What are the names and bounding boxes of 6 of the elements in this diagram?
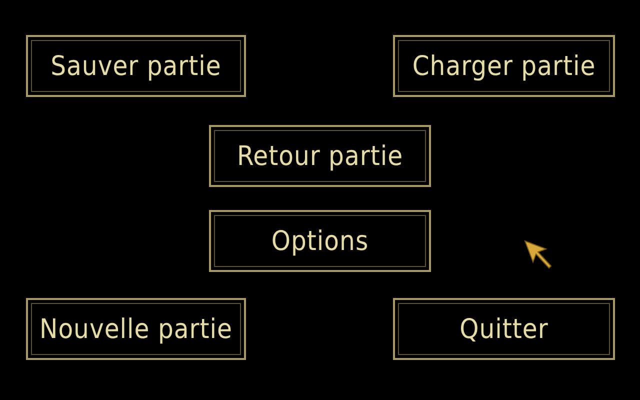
menu-button: Charger partie <box>393 35 615 97</box>
menu-button: Nouvelle partie <box>26 298 246 360</box>
menu-button: Sauver partie <box>26 35 246 97</box>
menu-button: Retour partie <box>209 125 431 187</box>
menu-button: Quitter <box>393 298 615 360</box>
menu-button: Options <box>209 210 431 272</box>
